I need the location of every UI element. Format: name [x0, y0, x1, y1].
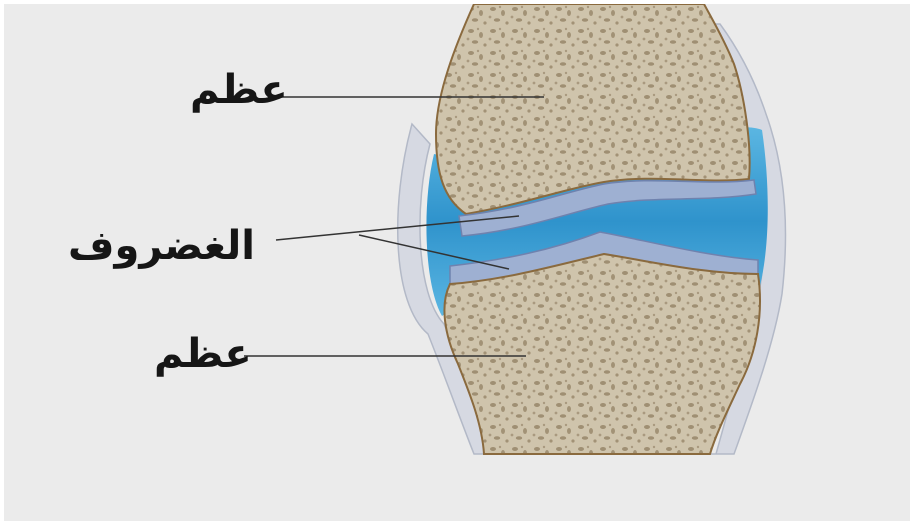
label-cartilage: الغضروف: [68, 226, 255, 266]
label-bone-bottom: عظم: [154, 334, 252, 374]
label-bone-top: عظم: [190, 70, 288, 110]
diagram-canvas: عظم الغضروف عظم: [4, 4, 910, 521]
lower-bone: [444, 254, 760, 454]
